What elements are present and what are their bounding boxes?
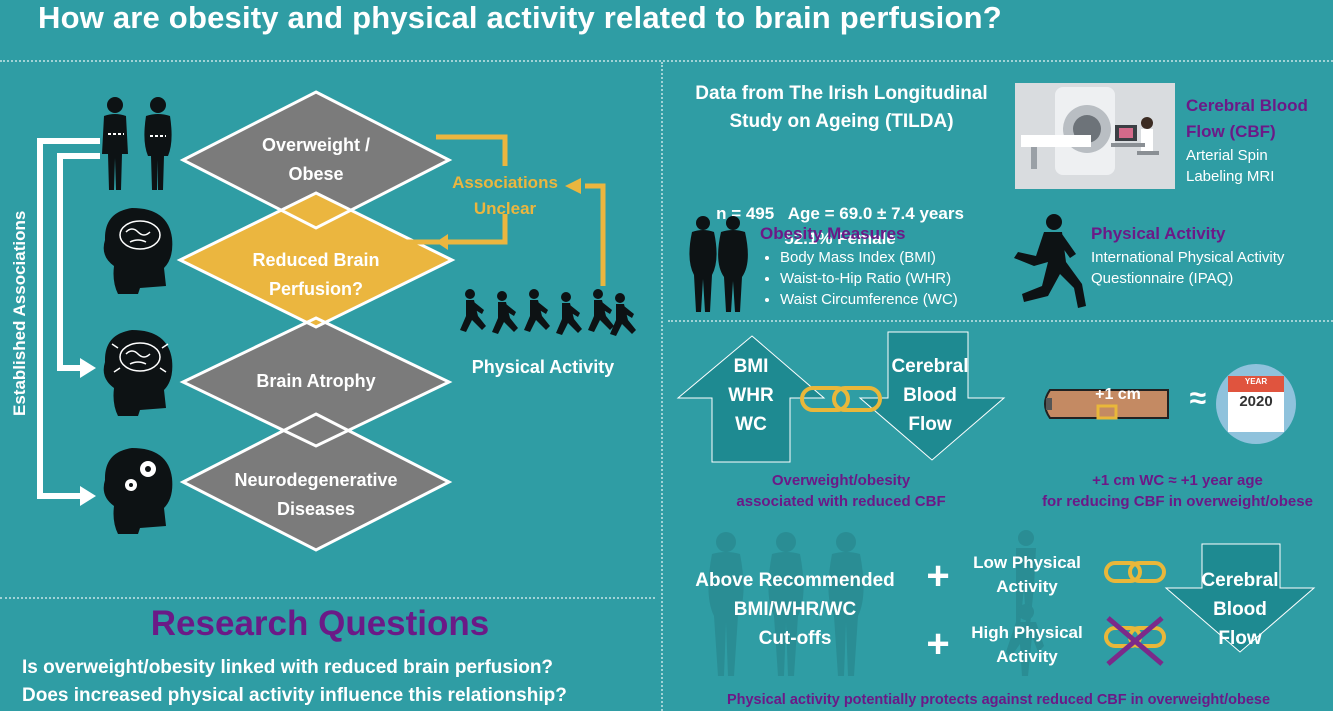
calendar-year: 2020: [1239, 393, 1273, 410]
brain-atrophy-label: Brain Atrophy: [256, 371, 376, 391]
calendar-month: YEAR: [1244, 377, 1268, 386]
background-silhouettes: [708, 530, 1044, 676]
column-divider: [661, 62, 663, 711]
left-section-divider: [0, 597, 655, 599]
relationship-diagram: [37, 90, 636, 552]
obesity-measures-list: Body Mass Index (BMI) Waist-to-Hip Ratio…: [762, 247, 1020, 310]
research-questions-list: Is overweight/obesity linked with reduce…: [22, 654, 662, 710]
approx-symbol: ≈: [1189, 382, 1207, 415]
runners-icon: [460, 289, 636, 336]
title-divider: [0, 60, 1333, 62]
physical-activity-label: Physical Activity: [471, 357, 615, 377]
established-association-arrows: [37, 138, 100, 499]
overweight-obese-label: Overweight /Obese: [261, 135, 371, 184]
protection-graphic: [708, 530, 1316, 676]
plus-high: +: [926, 622, 950, 666]
chain-link-icon: [800, 386, 882, 412]
physical-activity-title: Physical Activity: [1091, 224, 1226, 243]
obesity-item-whr: Waist-to-Hip Ratio (WHR): [780, 268, 1020, 289]
down-arrow: [858, 331, 1006, 461]
plus-low: +: [926, 554, 950, 598]
obese-bodies-icon: [102, 97, 172, 190]
obesity-measures-title: Obesity Measures: [760, 224, 906, 243]
cbf-down-arrow-2: [1164, 543, 1316, 653]
calendar-icon: [1216, 364, 1296, 444]
findings-graphic: [676, 331, 1296, 463]
runner-icon: [1014, 214, 1086, 308]
diamond-reduced-perfusion: [176, 191, 456, 329]
research-questions-heading: Research Questions: [150, 604, 490, 643]
obesity-item-wc: Waist Circumference (WC): [780, 289, 1020, 310]
right-section-divider: [668, 320, 1333, 322]
question-2: Does increased physical activity influen…: [22, 685, 567, 706]
belt-label: +1 cm: [1095, 386, 1141, 403]
obesity-silhouettes-icon: [689, 216, 748, 312]
page-title: How are obesity and physical activity re…: [38, 0, 1002, 35]
obesity-item-bmi: Body Mass Index (BMI): [780, 247, 1020, 268]
belt-icon: [1044, 389, 1169, 420]
mri-scanner-icon: [1015, 83, 1175, 189]
up-arrow: [676, 335, 826, 463]
broken-link-cross-icon: [1106, 616, 1164, 666]
conclusion: Physical activity potentially protects a…: [726, 692, 1271, 708]
question-1: Is overweight/obesity linked with reduce…: [22, 657, 554, 678]
